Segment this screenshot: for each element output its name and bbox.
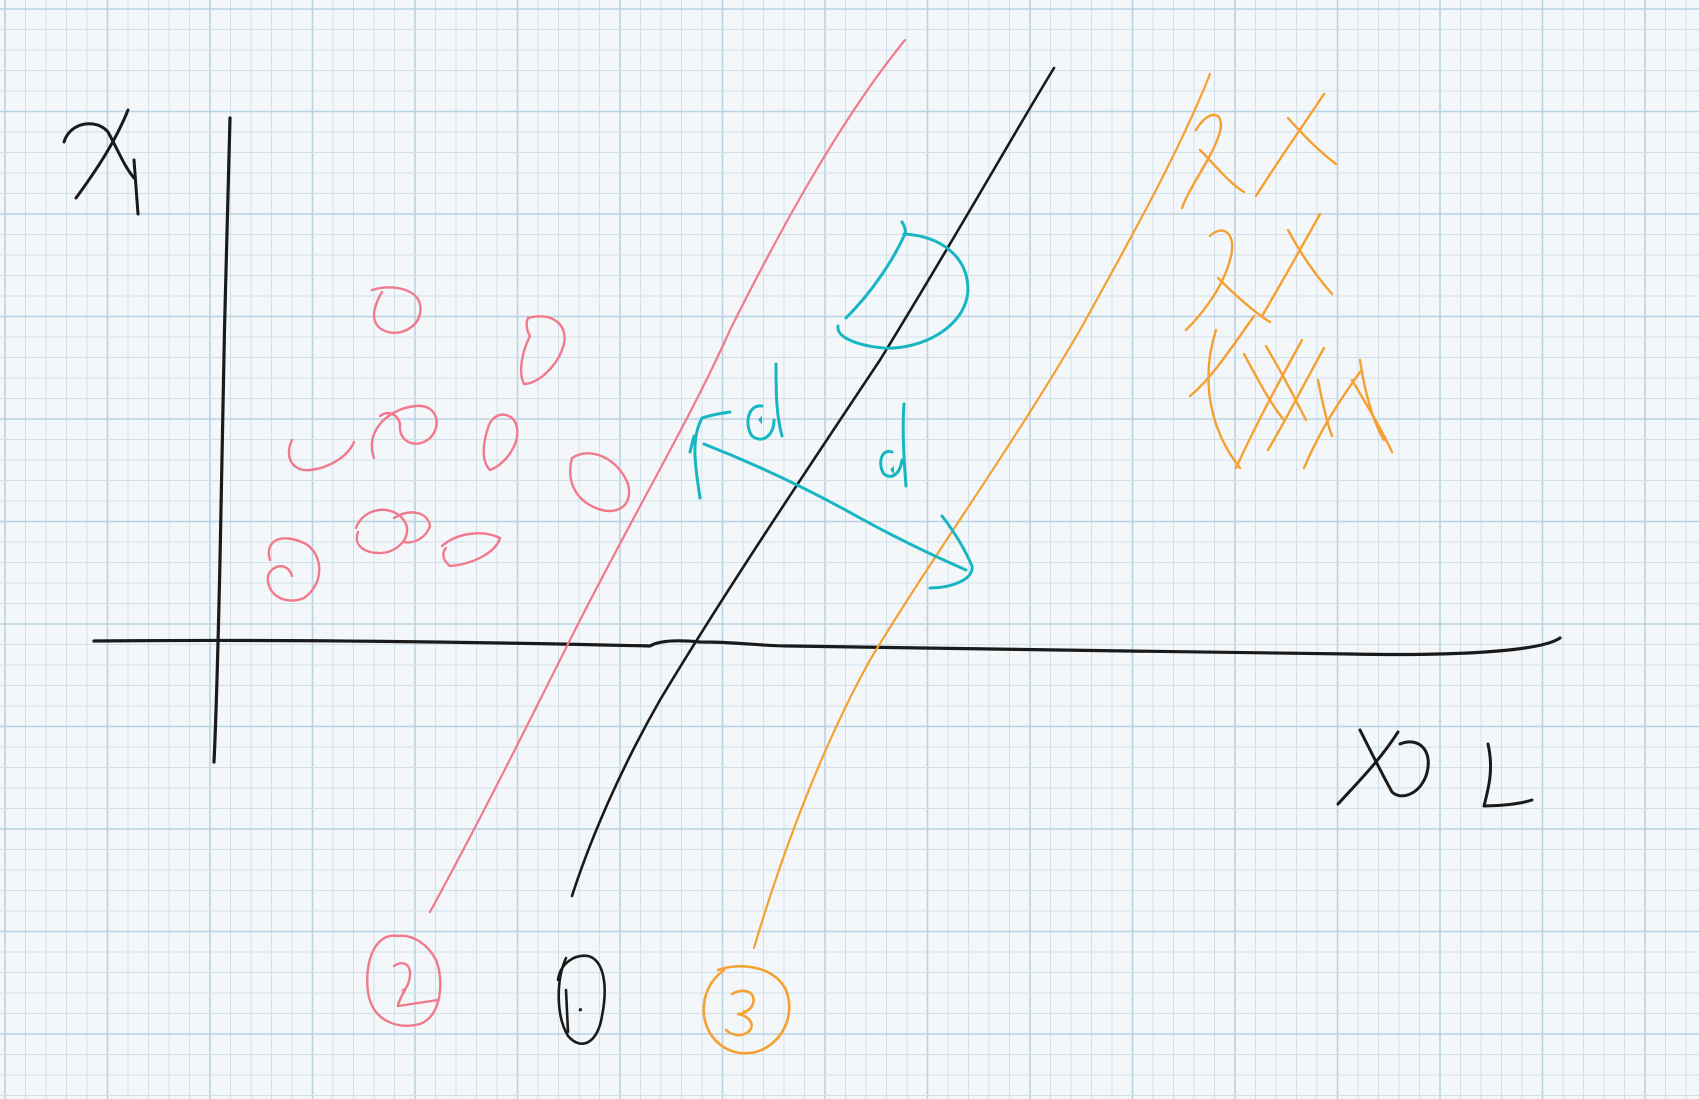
distance-label-left: d [760,419,761,421]
digit-2-glyph [392,962,440,1008]
x1-glyph-1 [132,158,140,216]
x-marker [1266,346,1334,452]
x-marker [1180,113,1246,210]
x2-glyph-x [1336,728,1430,806]
boundary-line-pink [428,38,907,914]
o-marker [370,404,438,460]
margin-arc [836,220,970,350]
o-marker [482,413,519,472]
x-marker [1254,92,1338,198]
class-x-cluster [1180,92,1394,470]
label-circle-pink [366,934,442,1027]
d-glyph-left [746,362,784,441]
o-marker [266,537,321,602]
digit-1-glyph [564,988,570,1034]
o-marker [569,452,631,513]
distance-arrow [702,442,968,572]
x1-glyph-x [62,108,136,200]
label-circle-orange [702,964,791,1055]
boundary-label-black-text: 1 [580,1009,581,1011]
x2-glyph-2 [1482,742,1534,808]
distance-label-right: d [892,469,893,471]
distance-arrow-head-left [688,410,732,500]
boundary-line-black [570,66,1056,898]
boundary-label-pink-text: 2 [404,989,405,991]
x-marker [1184,229,1272,332]
o-marker [354,508,409,555]
x1-axis-label: X1 [62,108,140,216]
digit-3-glyph [724,989,755,1037]
distance-arrow-head-right [928,514,974,590]
x-marker [1188,314,1256,398]
boundary-label-pink: 2 [366,934,442,1027]
boundary-label-orange-text: 3 [744,1011,745,1013]
d-glyph-right [879,402,908,488]
x-marker [1358,358,1386,442]
margin-annotation: d d [688,220,974,590]
o-marker [287,438,356,472]
x-marker [1234,338,1308,470]
x1-label-text: X1 [110,174,112,176]
o-marker [440,532,502,568]
class-o-cluster [266,286,631,602]
x2-axis-label: X2 [1336,728,1534,808]
x-marker [1207,328,1242,470]
boundary-label-black: 1 [556,954,606,1045]
o-marker [370,286,422,334]
x-marker [1242,352,1286,422]
vertical-axis [212,116,232,764]
boundary-label-orange: 3 [702,964,791,1055]
label-circle-black [556,954,606,1045]
o-marker [519,315,566,386]
boundary-line-orange [752,72,1212,950]
x-marker [1260,212,1334,318]
horizontal-axis [92,636,1562,657]
o-marker [392,511,432,544]
